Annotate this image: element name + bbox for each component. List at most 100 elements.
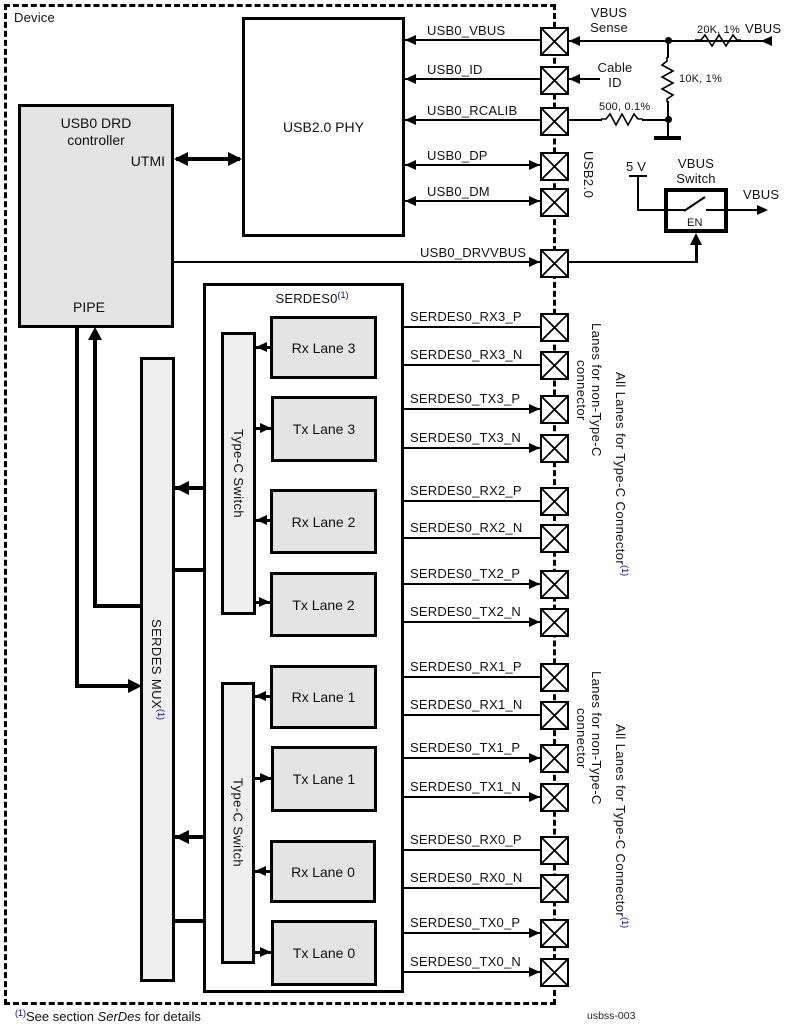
pipe-up-line-horiz	[93, 604, 142, 608]
utmi-port-label: UTMI	[130, 153, 165, 169]
usb0-drd-controller-title: USB0 DRD controller	[60, 115, 132, 148]
serdes0-tx1-p-arrowhead	[529, 753, 540, 763]
supply-5v-drop	[637, 175, 639, 211]
serdes0-tx3-p-arrowhead	[529, 404, 540, 414]
rx3-to-switch-arrowhead	[256, 342, 267, 352]
pipe-port-label: PIPE	[73, 299, 105, 315]
serdes0-tx2-p-arrowhead	[529, 579, 540, 589]
io-cell-serdes0-rx2-p	[540, 487, 569, 516]
rx-lane-2-block: Rx Lane 2	[270, 489, 377, 554]
usb0-id-line	[405, 78, 540, 80]
serdes0-rx0-n-label: SERDES0_RX0_N	[410, 870, 523, 885]
usb0-drvvbus-arrowhead	[529, 257, 540, 267]
usb0-dp-arrowhead-left	[405, 160, 416, 170]
usb0-dp-line	[405, 164, 540, 166]
io-cell-serdes0-rx0-n	[540, 874, 569, 903]
serdes0-rx1-n-line	[377, 714, 540, 716]
pipe-up-arrowhead	[88, 327, 102, 340]
io-cell-serdes0-tx3-p	[540, 395, 569, 424]
rx-lane-3-block: Rx Lane 3	[270, 316, 377, 379]
resistor-10k-label: 10K, 1%	[679, 73, 722, 85]
pipe-down-line	[75, 328, 79, 688]
rx-lane-1-block: Rx Lane 1	[270, 665, 377, 729]
serdes0-rx3-p-line	[377, 326, 540, 328]
serdes0-tx2-n-label: SERDES0_TX2_N	[410, 604, 521, 619]
serdes0-rx0-p-label: SERDES0_RX0_P	[410, 832, 522, 847]
switch-to-tx3-arrowhead	[260, 423, 271, 433]
device-label: Device	[14, 10, 55, 25]
cable-id-arrowhead	[569, 74, 580, 84]
vbus-switch-label: VBUS Switch	[676, 156, 716, 186]
serdes0-rx3-n-label: SERDES0_RX3_N	[410, 347, 523, 362]
type-c-switch-lower-block: Type-C Switch	[221, 682, 255, 964]
vbus-sense-arrowhead	[569, 36, 580, 46]
serdes0-tx2-n-line	[377, 621, 540, 623]
vbus-out-label: VBUS	[743, 187, 780, 202]
serdes-mux-block: SERDES MUX(1)	[140, 357, 175, 982]
footnote: (1)See section SerDes for details	[15, 1008, 201, 1024]
switch-to-tx0-arrowhead	[260, 947, 271, 957]
footnote-section-name: SerDes	[97, 1009, 141, 1024]
resistor-20k	[695, 33, 741, 48]
serdes0-tx2-p-label: SERDES0_TX2_P	[410, 566, 521, 581]
junction-dot-top	[665, 37, 672, 44]
all-lanes-type-c-lower-ref: (1)	[620, 917, 630, 929]
supply-5v-label: 5 V	[626, 159, 647, 174]
io-cell-serdes0-rx1-n	[540, 701, 569, 730]
usb0-id-label: USB0_ID	[427, 62, 483, 77]
serdes0-tx0-p-line	[377, 932, 540, 934]
serdes0-title: SERDES0(1)	[232, 290, 392, 306]
switch-lower-to-mux-line	[175, 835, 221, 839]
utmi-arrowhead-right	[228, 152, 242, 166]
usb0-dp-label: USB0_DP	[427, 148, 488, 163]
usb0-drd-controller-block: USB0 DRD controller UTMI PIPE	[18, 104, 174, 328]
en-arrowhead	[690, 233, 702, 245]
serdes0-tx0-n-line	[377, 971, 540, 973]
serdes0-rx2-n-label: SERDES0_RX2_N	[410, 520, 523, 535]
en-label: EN	[687, 217, 703, 229]
type-c-switch-upper-title: Type-C Switch	[231, 428, 246, 518]
io-cell-usb0-dp	[540, 152, 569, 181]
all-lanes-type-c-upper-text: All Lanes for Type-C Connector	[613, 372, 628, 566]
divider-line-upper	[667, 41, 669, 58]
usb0-id-arrowhead	[405, 74, 416, 84]
pipe-down-arrowhead	[128, 679, 142, 693]
io-cell-usb0-rcalib	[540, 107, 569, 136]
drvvbus-to-en-line	[569, 261, 698, 263]
io-cell-serdes0-rx3-p	[540, 313, 569, 342]
usb2-phy-block: USB2.0 PHY	[242, 17, 405, 237]
io-cell-serdes0-tx1-n	[540, 783, 569, 812]
switch-blade	[683, 196, 706, 212]
usb0-vbus-label: USB0_VBUS	[427, 23, 506, 38]
io-cell-usb0-dm	[540, 188, 569, 217]
serdes0-tx2-p-line	[377, 583, 540, 585]
resistor-20k-label: 20K, 1%	[697, 24, 740, 36]
serdes0-rx2-p-line	[377, 500, 540, 502]
serdes0-rx1-p-line	[377, 676, 540, 678]
vbus-out-arrowhead	[757, 205, 768, 215]
serdes0-tx3-p-line	[377, 408, 540, 410]
serdes0-rx0-n-line	[377, 887, 540, 889]
serdes0-footnote-ref: (1)	[337, 290, 349, 300]
divider-line-lower	[667, 101, 669, 120]
vbus-in-arrowhead	[761, 36, 772, 46]
rcalib-net-line-left	[569, 119, 602, 121]
serdes0-tx3-n-label: SERDES0_TX3_N	[410, 430, 521, 445]
all-lanes-type-c-lower-text: All Lanes for Type-C Connector	[613, 724, 628, 918]
serdes0-tx1-n-arrowhead	[529, 792, 540, 802]
rx0-to-switch-arrowhead	[255, 866, 266, 876]
switch-to-tx2-arrowhead	[259, 597, 270, 607]
resistor-500-label: 500, 0.1%	[599, 101, 651, 113]
usb0-drvvbus-label: USB0_DRVVBUS	[420, 245, 527, 260]
footnote-post: for details	[140, 1009, 201, 1024]
serdes0-tx3-n-arrowhead	[529, 443, 540, 453]
io-cell-usb0-drvvbus	[540, 249, 569, 278]
all-lanes-type-c-upper-label: All Lanes for Type-C Connector(1)	[613, 372, 630, 594]
tx-lane-2-block: Tx Lane 2	[270, 572, 377, 637]
serdes0-tx0-n-arrowhead	[529, 967, 540, 977]
mux-to-switch-upper-line	[175, 568, 221, 572]
serdes0-rx0-p-line	[377, 849, 540, 851]
all-lanes-type-c-upper-ref: (1)	[620, 565, 630, 577]
type-c-switch-upper-block: Type-C Switch	[221, 332, 256, 615]
